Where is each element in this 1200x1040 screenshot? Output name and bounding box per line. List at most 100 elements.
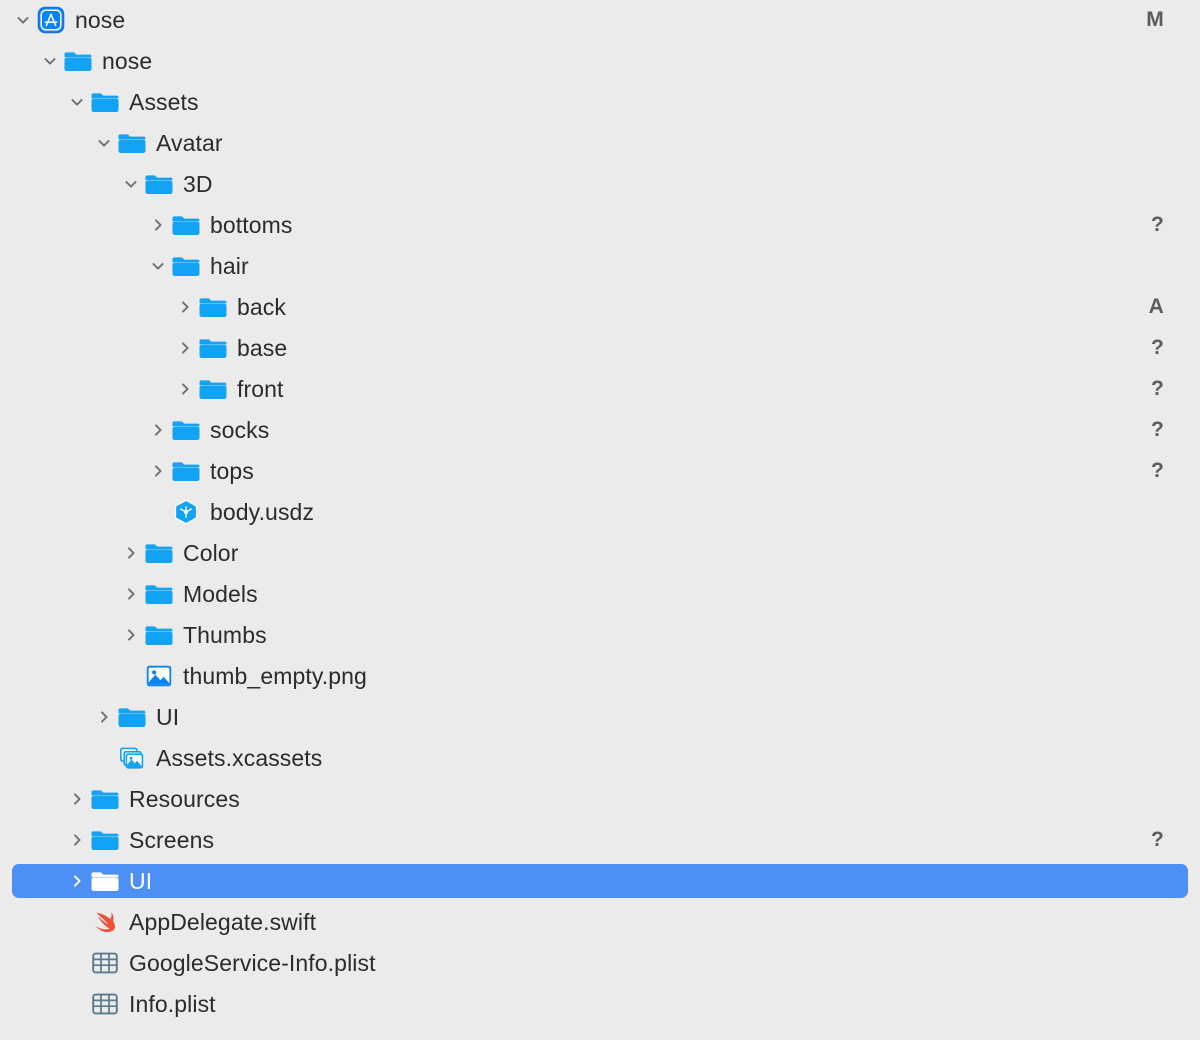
tree-row-label: Assets [129,88,199,115]
tree-row[interactable]: bottoms? [12,208,1188,242]
xcassets-icon [117,741,147,775]
folder-icon [63,44,93,78]
tree-row-label: Models [183,580,258,607]
status-badge: M [1146,8,1164,31]
chevron-down-icon[interactable] [120,167,142,201]
tree-row[interactable]: UI [12,864,1188,898]
tree-row[interactable]: thumb_empty.png [12,659,1188,693]
twisty-spacer [66,946,88,980]
folder-icon [171,413,201,447]
folder-icon [198,372,228,406]
chevron-right-icon[interactable] [66,864,88,898]
folder-icon [117,700,147,734]
status-badge: ? [1150,418,1164,441]
tree-row-label: front [237,375,284,402]
folder-icon [90,864,120,898]
swift-icon [90,905,120,939]
chevron-right-icon[interactable] [120,536,142,570]
chevron-down-icon[interactable] [39,44,61,78]
tree-row-label: Info.plist [129,990,216,1017]
chevron-right-icon[interactable] [120,618,142,652]
status-badge: ? [1150,459,1164,482]
tree-row-label: base [237,334,288,361]
tree-row[interactable]: Color [12,536,1188,570]
tree-row-label: back [237,293,286,320]
plist-icon [90,987,120,1021]
folder-icon [90,823,120,857]
chevron-right-icon[interactable] [174,290,196,324]
tree-row-label: GoogleService-Info.plist [129,949,376,976]
folder-icon [144,618,174,652]
tree-row[interactable]: front? [12,372,1188,406]
chevron-right-icon[interactable] [147,413,169,447]
status-badge: ? [1150,377,1164,400]
folder-icon [144,577,174,611]
tree-row-label: thumb_empty.png [183,662,367,689]
chevron-right-icon[interactable] [174,331,196,365]
tree-row[interactable]: Models [12,577,1188,611]
tree-row[interactable]: body.usdz [12,495,1188,529]
chevron-down-icon[interactable] [66,85,88,119]
chevron-right-icon[interactable] [66,823,88,857]
tree-row-label: Thumbs [183,621,267,648]
tree-row[interactable]: UI [12,700,1188,734]
folder-icon [144,536,174,570]
status-badge: ? [1150,336,1164,359]
tree-row-label: AppDelegate.swift [129,908,317,935]
image-icon [144,659,174,693]
tree-row[interactable]: GoogleService-Info.plist [12,946,1188,980]
tree-row-label: Assets.xcassets [156,744,323,771]
tree-row[interactable]: hair [12,249,1188,283]
folder-icon [171,249,201,283]
tree-row-label: Color [183,539,239,566]
chevron-down-icon[interactable] [12,3,34,37]
tree-row[interactable]: Thumbs [12,618,1188,652]
tree-row[interactable]: AppDelegate.swift [12,905,1188,939]
tree-row-label: nose [102,47,153,74]
tree-row-label: hair [210,252,249,279]
tree-row[interactable]: Avatar [12,126,1188,160]
folder-icon [90,85,120,119]
tree-row-label: body.usdz [210,498,315,525]
folder-icon [198,331,228,365]
tree-row-label: tops [210,457,254,484]
tree-row-label: nose [75,6,126,33]
tree-row[interactable]: Assets.xcassets [12,741,1188,775]
chevron-down-icon[interactable] [93,126,115,160]
tree-row-label: Screens [129,826,215,853]
tree-row-label: bottoms [210,211,293,238]
tree-row-label: 3D [183,170,213,197]
tree-row[interactable]: Resources [12,782,1188,816]
tree-row-label: Resources [129,785,240,812]
status-badge: A [1148,295,1164,318]
status-badge: ? [1150,828,1164,851]
chevron-down-icon[interactable] [147,249,169,283]
tree-row[interactable]: nose M [12,3,1188,37]
tree-row-label: Avatar [156,129,223,156]
twisty-spacer [147,495,169,529]
tree-row[interactable]: base? [12,331,1188,365]
tree-row[interactable]: nose [12,44,1188,78]
status-badge: ? [1150,213,1164,236]
usdz-icon [171,495,201,529]
tree-row[interactable]: tops? [12,454,1188,488]
twisty-spacer [120,659,142,693]
chevron-right-icon[interactable] [120,577,142,611]
folder-icon [198,290,228,324]
tree-row[interactable]: socks? [12,413,1188,447]
twisty-spacer [93,741,115,775]
tree-row[interactable]: back A [12,290,1188,324]
app-icon [36,3,66,37]
chevron-right-icon[interactable] [147,208,169,242]
tree-row-label: socks [210,416,270,443]
chevron-right-icon[interactable] [66,782,88,816]
tree-row[interactable]: 3D [12,167,1188,201]
chevron-right-icon[interactable] [174,372,196,406]
tree-row[interactable]: Screens? [12,823,1188,857]
chevron-right-icon[interactable] [93,700,115,734]
tree-row[interactable]: Info.plist [12,987,1188,1021]
chevron-right-icon[interactable] [147,454,169,488]
tree-row[interactable]: Assets [12,85,1188,119]
folder-icon [171,208,201,242]
